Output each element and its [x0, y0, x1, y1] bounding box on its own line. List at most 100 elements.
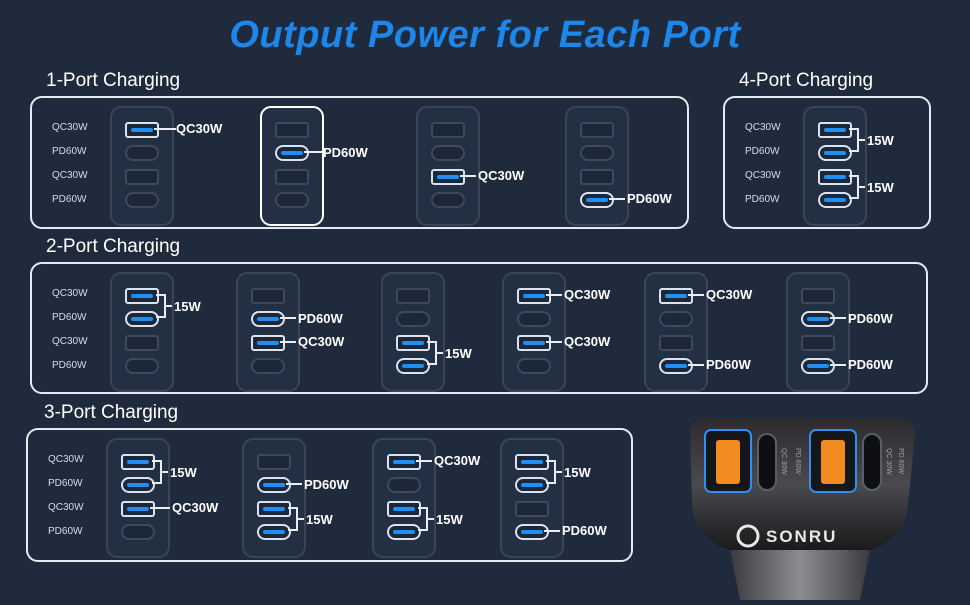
- charger-diagram: [260, 106, 324, 226]
- port-pd: [801, 358, 835, 374]
- page-title: Output Power for Each Port: [229, 14, 741, 56]
- power-label: PD60W: [298, 311, 343, 326]
- port-print: QC 30W: [885, 448, 892, 475]
- port-qc: [387, 501, 421, 517]
- power-label: QC30W: [176, 121, 223, 136]
- port-pd: [121, 477, 155, 493]
- port-qc: [659, 335, 693, 351]
- charger-diagram: [565, 106, 629, 226]
- section-title-1-port: 1-Port Charging: [46, 70, 181, 91]
- power-label: QC30W: [564, 334, 611, 349]
- charger-diagram: [786, 272, 850, 392]
- port-qc: [431, 169, 465, 185]
- power-label: QC30W: [706, 287, 753, 302]
- power-label: PD60W: [706, 357, 751, 372]
- port-pd: [580, 145, 614, 161]
- bracket: [849, 175, 859, 199]
- power-label: PD60W: [562, 523, 607, 538]
- port-pd: [275, 145, 309, 161]
- panel-1-port: QC30W PD60W QC30W PD60W QC30W PD60W QC30…: [30, 96, 689, 229]
- port-qc: [121, 454, 155, 470]
- port-name: QC30W: [745, 170, 781, 181]
- port-print: PD 60W: [794, 448, 801, 474]
- bracket: [546, 460, 556, 484]
- port-name: QC30W: [52, 170, 88, 181]
- charger-diagram: [236, 272, 300, 392]
- port-qc: [257, 501, 291, 517]
- power-label: PD60W: [304, 477, 349, 492]
- port-name: PD60W: [52, 146, 87, 157]
- power-label: PD60W: [848, 357, 893, 372]
- port-name: PD60W: [52, 312, 87, 323]
- connector-line: [546, 294, 562, 296]
- port-qc: [125, 288, 159, 304]
- port-name: PD60W: [745, 194, 780, 205]
- port-qc: [580, 122, 614, 138]
- power-label: QC30W: [298, 334, 345, 349]
- connector-line: [830, 317, 846, 319]
- port-qc: [818, 169, 852, 185]
- port-qc: [257, 454, 291, 470]
- charger-product-image: QC 30W PD 60W QC 30W PD 60W SONRU: [670, 410, 930, 600]
- port-name: QC30W: [52, 288, 88, 299]
- power-label: QC30W: [564, 287, 611, 302]
- connector-line: [428, 518, 434, 520]
- charger-diagram: [242, 438, 306, 558]
- port-print: PD 60W: [897, 448, 904, 474]
- connector-line: [280, 317, 296, 319]
- charger-diagram: [803, 106, 867, 226]
- port-name: PD60W: [48, 478, 83, 489]
- port-pd: [251, 358, 285, 374]
- power-label: PD60W: [323, 145, 368, 160]
- connector-line: [556, 471, 562, 473]
- port-name: PD60W: [52, 194, 87, 205]
- port-pd: [257, 477, 291, 493]
- port-qc: [659, 288, 693, 304]
- connector-line: [859, 186, 865, 188]
- port-name: QC30W: [48, 454, 84, 465]
- power-label: 15W: [445, 346, 472, 361]
- port-pd: [431, 145, 465, 161]
- charger-diagram: [381, 272, 445, 392]
- connector-line: [154, 128, 176, 130]
- bracket: [849, 128, 859, 152]
- power-label: 15W: [564, 465, 591, 480]
- connector-line: [460, 175, 476, 177]
- panel-2-port: QC30W PD60W QC30W PD60W 15W PD60W QC30W …: [30, 262, 928, 394]
- bracket: [152, 460, 162, 484]
- connector-line: [166, 305, 172, 307]
- port-qc: [121, 501, 155, 517]
- power-label: QC30W: [172, 500, 219, 515]
- power-label: PD60W: [848, 311, 893, 326]
- port-name: PD60W: [52, 360, 87, 371]
- port-qc: [580, 169, 614, 185]
- port-pd: [387, 477, 421, 493]
- port-qc: [125, 169, 159, 185]
- port-pd: [125, 311, 159, 327]
- port-pd: [515, 524, 549, 540]
- section-title-4-port: 4-Port Charging: [739, 70, 874, 91]
- connector-line: [546, 341, 562, 343]
- charger-diagram: [372, 438, 436, 558]
- panel-3-port: QC30W PD60W QC30W PD60W 15W QC30W PD60W …: [26, 428, 633, 562]
- port-name: QC30W: [745, 122, 781, 133]
- power-label: QC30W: [478, 168, 525, 183]
- charger-diagram: [110, 106, 174, 226]
- port-pd: [387, 524, 421, 540]
- connector-line: [280, 341, 296, 343]
- port-qc: [515, 501, 549, 517]
- bracket: [288, 507, 298, 531]
- bracket: [418, 507, 428, 531]
- port-qc: [431, 122, 465, 138]
- power-label: 15W: [436, 512, 463, 527]
- power-label: PD60W: [627, 191, 672, 206]
- power-label: 15W: [174, 299, 201, 314]
- charger-diagram: [416, 106, 480, 226]
- port-qc: [125, 122, 159, 138]
- connector-line: [416, 460, 432, 462]
- port-qc: [396, 288, 430, 304]
- port-pd: [251, 311, 285, 327]
- section-title-2-port: 2-Port Charging: [46, 236, 181, 257]
- port-pd: [275, 192, 309, 208]
- connector-line: [830, 364, 846, 366]
